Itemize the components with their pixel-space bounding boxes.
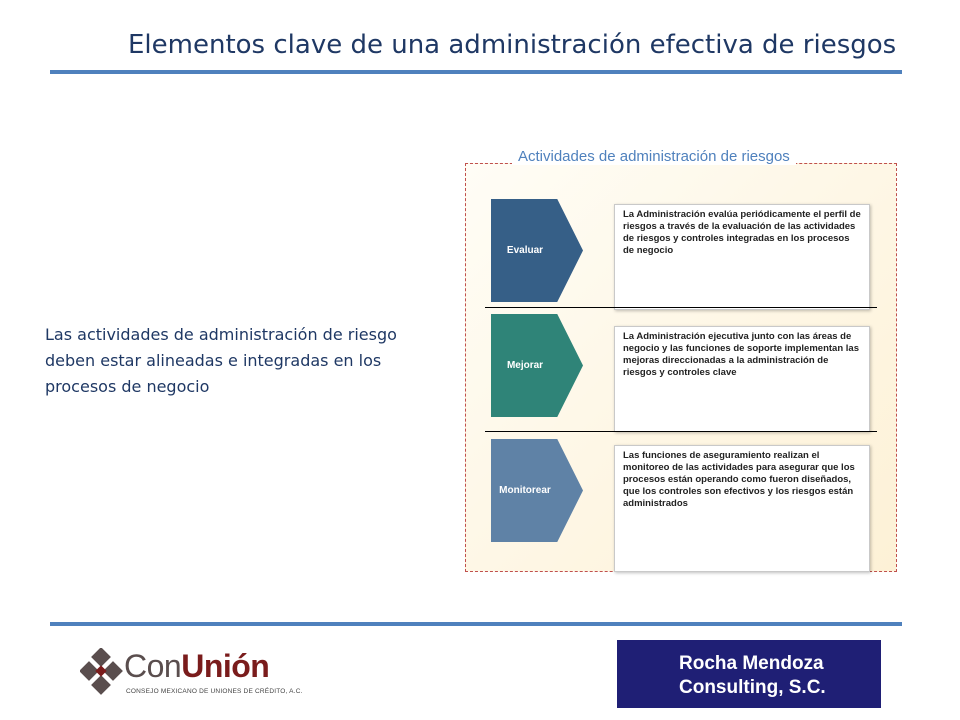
consultant-name: Rocha Mendoza — [679, 653, 824, 674]
step-description: La Administración ejecutiva junto con la… — [614, 326, 870, 432]
step-separator — [485, 431, 877, 432]
slide-title: Elementos clave de una administración ef… — [128, 30, 897, 60]
title-divider — [50, 70, 902, 74]
conunion-emblem-icon — [79, 647, 123, 695]
panel-title: Actividades de administración de riesgos — [512, 148, 796, 165]
step-label: Mejorar — [506, 360, 544, 371]
step-description: Las funciones de aseguramiento realizan … — [614, 445, 870, 572]
footer-divider — [50, 622, 902, 626]
step-description: La Administración evalúa periódicamente … — [614, 204, 870, 310]
consultant-type: Consulting, S.C. — [679, 677, 826, 698]
logo-subtitle: CONSEJO MEXICANO DE UNIONES DE CRÉDITO, … — [126, 688, 303, 695]
body-text: Las actividades de administración de rie… — [45, 325, 397, 396]
step-separator — [485, 307, 877, 308]
consultant-logo: Rocha Mendoza Consulting, S.C. — [617, 640, 881, 708]
logo-wordmark: ConUnión — [124, 648, 270, 684]
conunion-logo: ConUnión CONSEJO MEXICANO DE UNIONES DE … — [79, 647, 302, 700]
step-label: Evaluar — [506, 245, 544, 256]
step-label: Monitorear — [499, 485, 551, 496]
